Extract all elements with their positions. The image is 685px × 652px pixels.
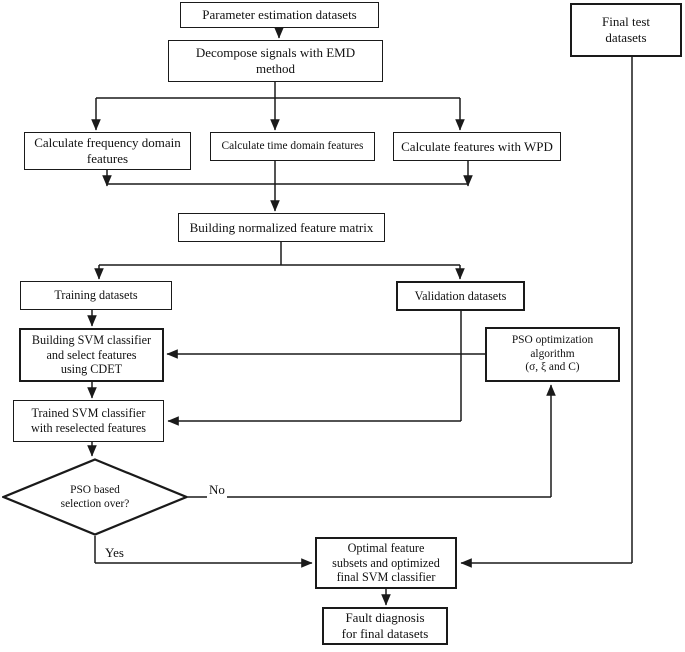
node-trained-svm-classifier[interactable]: Trained SVM classifier with reselected f… <box>13 400 164 442</box>
node-fault-diagnosis[interactable]: Fault diagnosis for final datasets <box>322 607 448 645</box>
node-calculate-features-wpd[interactable]: Calculate features with WPD <box>393 132 561 161</box>
node-decompose-signals-emd[interactable]: Decompose signals with EMD method <box>168 40 383 82</box>
node-label: Final test datasets <box>601 14 651 45</box>
node-final-test-datasets[interactable]: Final test datasets <box>570 3 682 57</box>
node-label: Trained SVM classifier with reselected f… <box>30 406 147 435</box>
node-label: Parameter estimation datasets <box>202 7 357 23</box>
node-pso-optimization-algorithm[interactable]: PSO optimization algorithm (σ, ξ and C) <box>485 327 620 382</box>
edge-label-no: No <box>207 482 227 498</box>
diamond-shape <box>2 458 188 536</box>
node-calculate-time-domain-features[interactable]: Calculate time domain features <box>210 132 375 161</box>
node-calculate-frequency-domain-features[interactable]: Calculate frequency domain features <box>24 132 191 170</box>
node-label: Calculate frequency domain features <box>34 135 181 166</box>
node-validation-datasets[interactable]: Validation datasets <box>396 281 525 311</box>
node-label: Building normalized feature matrix <box>189 219 374 235</box>
node-label: Validation datasets <box>414 288 507 303</box>
node-label: Decompose signals with EMD method <box>195 45 356 76</box>
node-optimal-feature-subsets[interactable]: Optimal feature subsets and optimized fi… <box>315 537 457 589</box>
node-building-normalized-feature-matrix[interactable]: Building normalized feature matrix <box>178 213 385 242</box>
node-building-svm-classifier[interactable]: Building SVM classifier and select featu… <box>19 328 164 382</box>
node-pso-based-selection-decision[interactable]: PSO based selection over? <box>2 458 188 536</box>
node-label: Calculate time domain features <box>221 139 364 152</box>
node-label: Calculate features with WPD <box>401 138 553 154</box>
edge-label-yes: Yes <box>103 545 126 561</box>
node-parameter-estimation-datasets[interactable]: Parameter estimation datasets <box>180 2 379 28</box>
node-label: Optimal feature subsets and optimized fi… <box>332 540 440 585</box>
node-label: PSO based selection over? <box>60 483 130 510</box>
node-label: Training datasets <box>54 288 138 303</box>
node-training-datasets[interactable]: Training datasets <box>20 281 172 310</box>
node-label: PSO optimization algorithm (σ, ξ and C) <box>511 333 594 374</box>
node-label: Building SVM classifier and select featu… <box>31 332 152 377</box>
node-label: Fault diagnosis for final datasets <box>341 610 429 641</box>
